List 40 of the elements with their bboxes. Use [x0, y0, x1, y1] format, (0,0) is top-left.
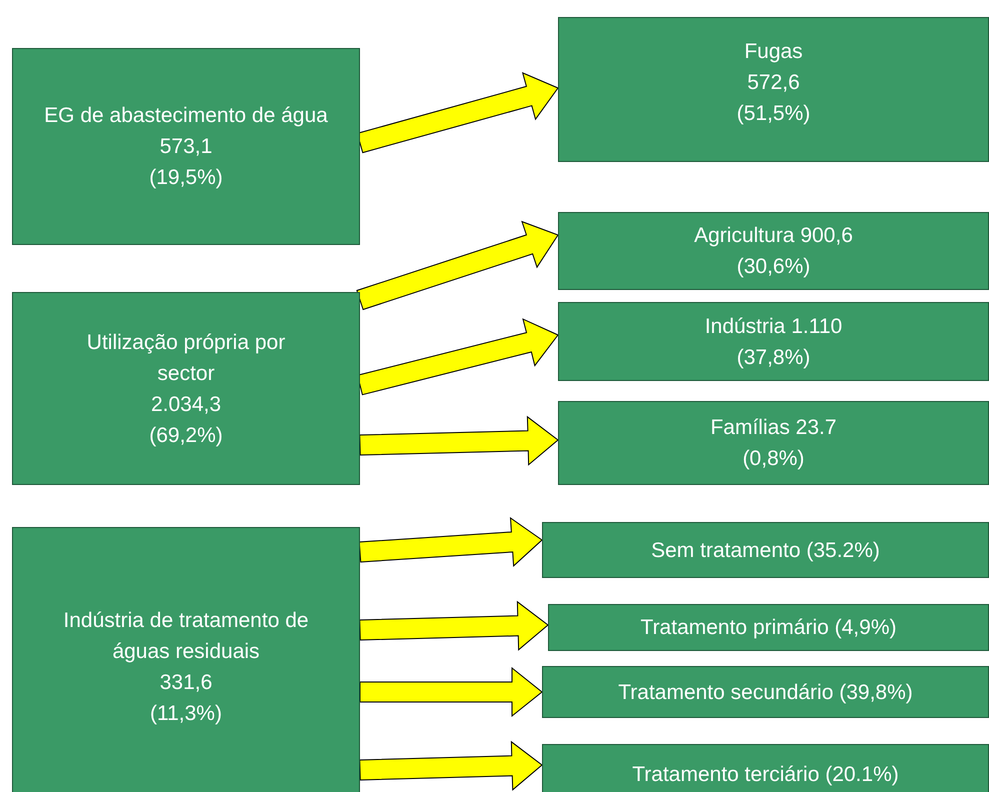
box-value: (69,2%) [149, 422, 223, 448]
box-label: Utilização própria por sector [86, 330, 286, 386]
block-arrow [359, 740, 543, 791]
box-value: (51,5%) [736, 101, 810, 127]
process-box [558, 401, 989, 485]
process-box [12, 527, 360, 792]
process-box [12, 48, 360, 245]
box-value: (11,3%) [150, 701, 222, 727]
block-arrow [359, 600, 549, 651]
box-value: (0,8%) [742, 446, 804, 472]
process-box [558, 212, 989, 290]
box-label: Sem tratamento (35.2%) [651, 538, 880, 564]
process-box [542, 744, 989, 792]
block-arrow [356, 220, 559, 310]
process-box [542, 666, 989, 718]
process-box [558, 17, 989, 162]
box-label: Tratamento terciário (20.1%) [632, 762, 899, 788]
process-box [558, 302, 989, 381]
box-value: 572,6 [747, 70, 800, 96]
block-arrow [357, 318, 559, 396]
box-label: Indústria 1.110 [704, 314, 842, 340]
box-value: (30,6%) [736, 254, 810, 280]
box-label: EG de abastecimento de água [44, 103, 328, 129]
box-label: Fugas [744, 39, 803, 65]
box-value: 573,1 [160, 134, 212, 160]
box-label: Tratamento primário (4,9%) [640, 615, 896, 641]
process-box [542, 522, 989, 578]
box-value: 2.034,3 [150, 392, 222, 418]
block-arrow [358, 517, 543, 567]
box-value: (19,5%) [149, 165, 223, 191]
box-label: Tratamento secundário (39,8%) [618, 680, 913, 706]
box-label: Agricultura 900,6 [694, 223, 853, 249]
process-box [548, 604, 989, 651]
box-value: 331,6 [160, 670, 212, 696]
process-box [12, 292, 360, 485]
box-value: (37,8%) [736, 344, 810, 370]
block-arrow [360, 666, 543, 718]
box-label: Famílias 23.7 [710, 415, 837, 441]
box-label: Indústria de tratamento de águas residuais [62, 608, 310, 665]
block-arrow [359, 416, 559, 466]
